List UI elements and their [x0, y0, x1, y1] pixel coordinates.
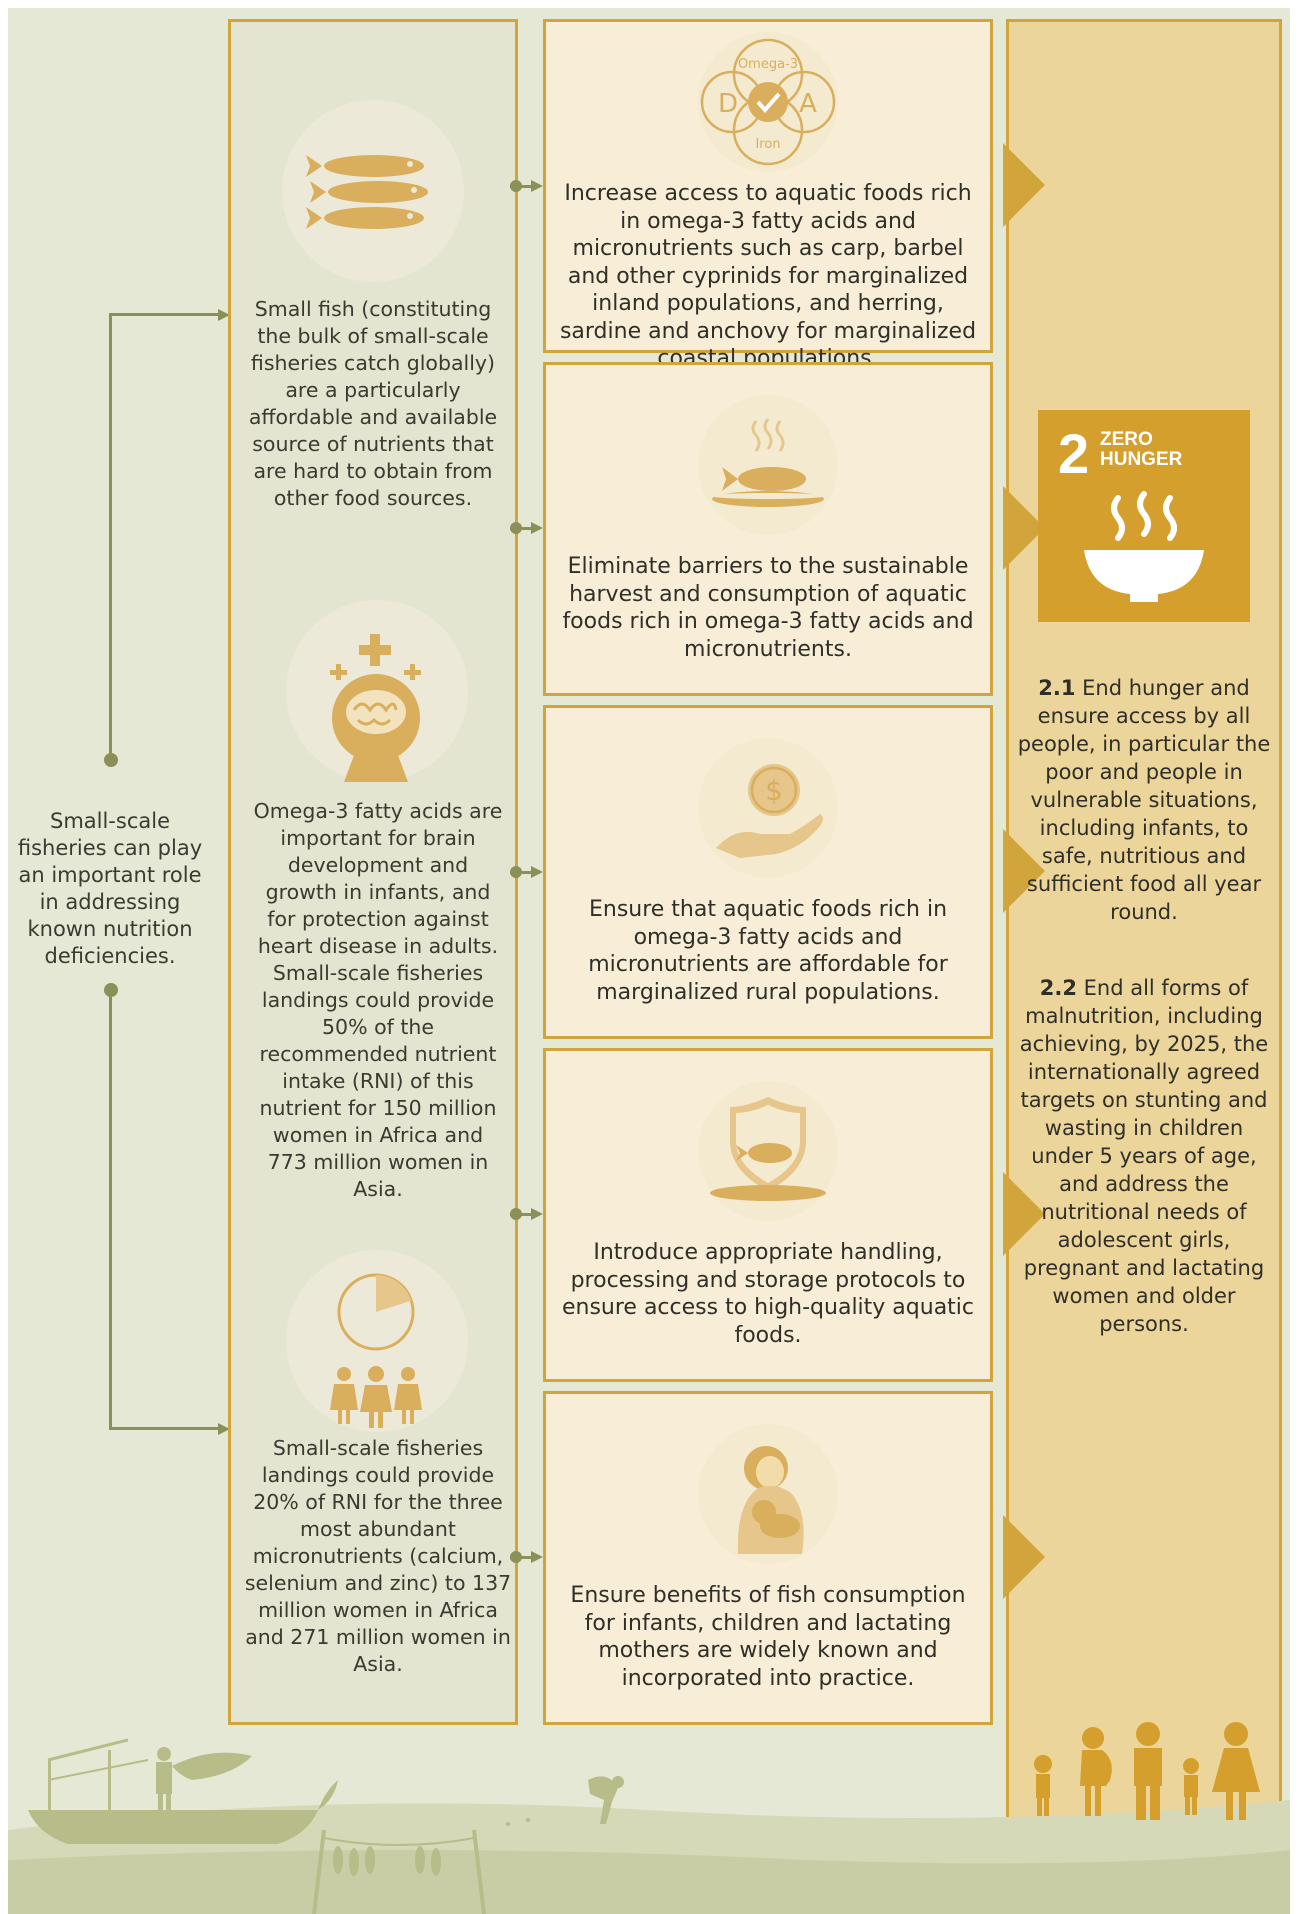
target-2-2-id: 2.2	[1039, 976, 1077, 1000]
action-box-2: Eliminate barriers to the sustainable ha…	[543, 362, 993, 696]
connector-action-2	[510, 527, 534, 530]
landscape-illustration	[8, 1722, 1290, 1914]
sdg-title-line1: ZERO	[1100, 429, 1153, 450]
connector-vertical-top	[109, 313, 112, 760]
sdg-title-line2: HUNGER	[1100, 449, 1183, 470]
action-text-4: Introduce appropriate handling, processi…	[561, 1240, 975, 1348]
sdg-number: 2	[1058, 422, 1090, 485]
connector-action-4	[510, 1213, 534, 1216]
fact-text-1: Small fish (constituting the bulk of sma…	[248, 297, 498, 510]
connector-dot-action-1	[510, 180, 522, 192]
action-box-5: Ensure benefits of fish consumption for …	[543, 1391, 993, 1725]
action-box-3: $ Ensure that aquatic foods rich in omeg…	[543, 705, 993, 1039]
arrow-right-3	[1003, 829, 1045, 913]
connector-dot-bottom	[104, 983, 118, 997]
target-2-2: 2.2 End all forms of malnutrition, inclu…	[1016, 974, 1272, 1338]
hunger-bowl-icon	[1084, 491, 1204, 602]
connector-dot-action-3	[510, 866, 522, 878]
sdg-zero-hunger-tile: 2 ZERO HUNGER	[1038, 410, 1250, 622]
brain-icon	[286, 600, 468, 782]
action-box-1: Omega-3 D A Iron Increase access to aqua…	[543, 19, 993, 371]
nutrient-label-top: Omega-3	[738, 57, 798, 72]
connector-action-5	[510, 1556, 534, 1559]
target-2-1-id: 2.1	[1038, 676, 1076, 700]
shield-fish-icon	[698, 1081, 838, 1221]
connector-arrowhead-top	[218, 309, 230, 321]
connector-arrowhead-bottom	[218, 1423, 230, 1435]
target-2-2-text: End all forms of malnutrition, including…	[1019, 976, 1269, 1336]
action-text-3: Ensure that aquatic foods rich in omega-…	[588, 897, 948, 1005]
fish-icon	[282, 100, 464, 282]
svg-text:$: $	[765, 774, 783, 807]
connector-head-action-4	[531, 1208, 543, 1220]
connector-dot-action-2	[510, 522, 522, 534]
connector-action-1	[510, 185, 534, 188]
target-2-1: 2.1 End hunger and ensure access by all …	[1016, 674, 1272, 926]
sdg-title: ZERO HUNGER	[1100, 430, 1220, 470]
nutrient-label-bottom: Iron	[755, 137, 780, 152]
nutrients-icon: Omega-3 D A Iron	[698, 32, 838, 172]
fact-text-3: Small-scale fisheries landings could pro…	[244, 1436, 512, 1676]
facts-column	[228, 19, 518, 1725]
connector-dot-top	[104, 753, 118, 767]
connector-head-action-3	[531, 866, 543, 878]
connector-head-action-1	[531, 180, 543, 192]
connector-horizontal-top	[109, 313, 221, 316]
connector-dot-action-4	[510, 1208, 522, 1220]
pie-slice	[376, 1275, 412, 1312]
connector-dot-action-5	[510, 1551, 522, 1563]
fact-text-2: Omega-3 fatty acids are important for br…	[253, 799, 503, 1201]
sdg-column	[1006, 19, 1282, 1914]
connector-action-3	[510, 871, 534, 874]
target-2-1-text: End hunger and ensure access by all peop…	[1017, 676, 1271, 924]
arrow-right-5	[1003, 1515, 1045, 1599]
mother-child-icon	[698, 1424, 838, 1564]
action-box-4: Introduce appropriate handling, processi…	[543, 1048, 993, 1382]
nutrient-label-right: A	[799, 89, 817, 119]
connector-head-action-2	[531, 522, 543, 534]
action-text-2: Eliminate barriers to the sustainable ha…	[562, 554, 974, 662]
connector-horizontal-bottom	[109, 1427, 221, 1430]
intro-text: Small-scale fisheries can play an import…	[17, 809, 203, 968]
connector-head-action-5	[531, 1551, 543, 1563]
connector-vertical-bottom	[109, 990, 112, 1430]
arrow-right-1	[1003, 143, 1045, 227]
action-text-5: Ensure benefits of fish consumption for …	[570, 1583, 966, 1691]
pie-women-icon	[286, 1250, 468, 1432]
nutrient-label-left: D	[718, 89, 738, 119]
arrow-right-4	[1003, 1172, 1045, 1256]
fish-plate-icon	[698, 395, 838, 535]
action-text-1: Increase access to aquatic foods rich in…	[559, 181, 977, 371]
sdg-column-border	[1006, 19, 1282, 1914]
coin-hand-icon: $	[698, 738, 838, 878]
